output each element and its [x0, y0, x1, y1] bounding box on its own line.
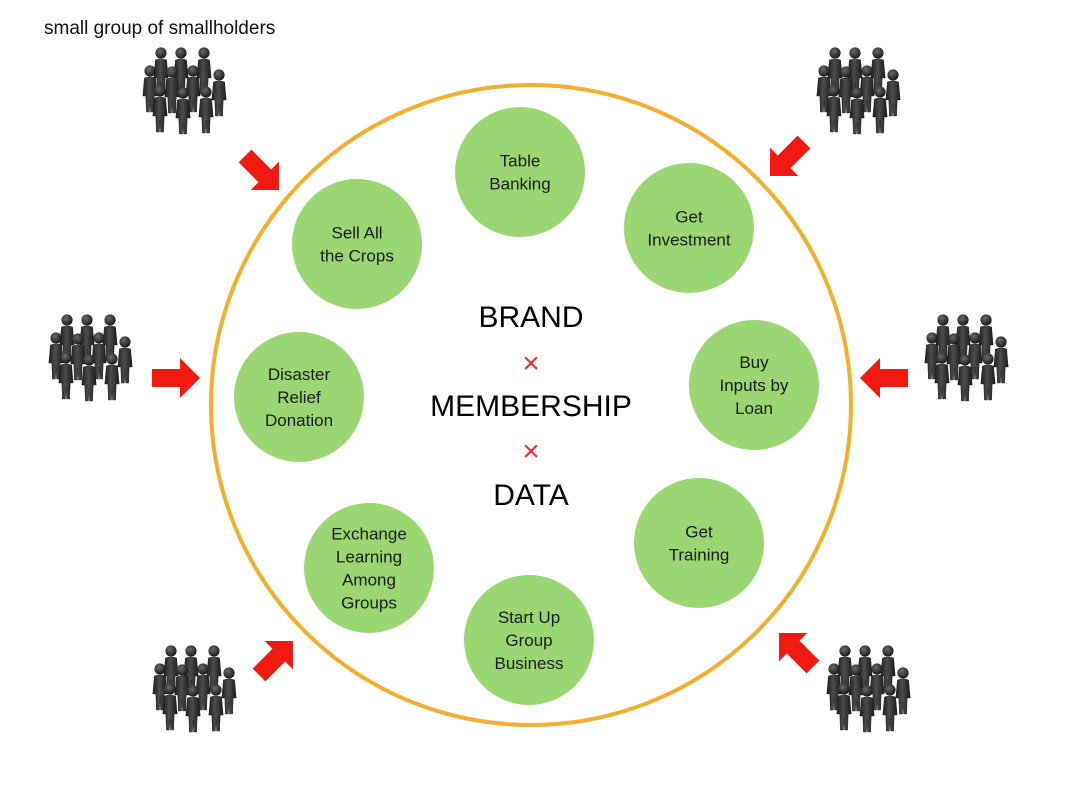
activity-bubble: [292, 179, 422, 309]
activity-label-line: Start Up: [498, 608, 560, 627]
people-group-icon-middle-right: [925, 314, 1008, 401]
activity-label-line: the Crops: [320, 247, 394, 266]
activity-bubble: [304, 503, 434, 633]
arrow-icon-middle-right: [860, 358, 908, 398]
arrow-icon-top-left: [230, 141, 294, 205]
center-concept: BRAND × MEMBERSHIP × DATA: [430, 301, 632, 512]
people-group-icon-bottom-right: [827, 645, 910, 732]
activity-label-line: Table: [500, 152, 541, 171]
activity-label-line: Get: [675, 208, 703, 227]
activity-label-line: Donation: [265, 411, 333, 430]
arrow-icon-bottom-right: [764, 618, 828, 682]
activity-label-line: Sell All: [331, 224, 382, 243]
activity-label-line: Investment: [647, 231, 730, 250]
activity-label-line: Exchange: [331, 525, 407, 544]
arrow-icon-top-right: [755, 127, 819, 191]
activity-sell-all-the-crops: Sell All the Crops: [292, 179, 422, 309]
activity-label-line: Training: [669, 546, 730, 565]
activity-label-line: Get: [685, 523, 713, 542]
caption: small group of smallholders: [44, 18, 276, 39]
activity-label-line: Learning: [336, 548, 402, 567]
multiply-separator-2: ×: [522, 435, 540, 468]
people-group-icon-bottom-left: [153, 645, 236, 732]
activity-label-line: Loan: [735, 399, 773, 418]
arrow-icon-bottom-left: [244, 626, 308, 690]
activity-label-line: Relief: [277, 388, 321, 407]
activity-label-line: Business: [495, 654, 564, 673]
multiply-separator-1: ×: [522, 347, 540, 380]
people-group-icon-middle-left: [49, 314, 132, 401]
center-line-data: DATA: [493, 479, 569, 512]
activity-label-line: Among: [342, 571, 396, 590]
people-group-icon-top-left: [143, 47, 226, 134]
activity-bubble: [689, 320, 819, 450]
activity-bubble: [634, 478, 764, 608]
activity-label-line: Inputs by: [720, 376, 789, 395]
activity-label-line: Buy: [739, 353, 769, 372]
activity-label-line: Groups: [341, 594, 397, 613]
activity-bubble: [464, 575, 594, 705]
membership-ring: [209, 83, 853, 727]
center-line-brand: BRAND: [478, 301, 583, 334]
activity-bubble: [234, 332, 364, 462]
arrow-icon-middle-left: [152, 358, 200, 398]
activity-label-line: Group: [505, 631, 552, 650]
activity-label-line: Banking: [489, 175, 550, 194]
activity-label-line: Disaster: [268, 365, 331, 384]
activity-bubble: [624, 163, 754, 293]
center-line-membership: MEMBERSHIP: [430, 390, 632, 423]
activity-bubble: [455, 107, 585, 237]
people-group-icon-top-right: [817, 47, 900, 134]
